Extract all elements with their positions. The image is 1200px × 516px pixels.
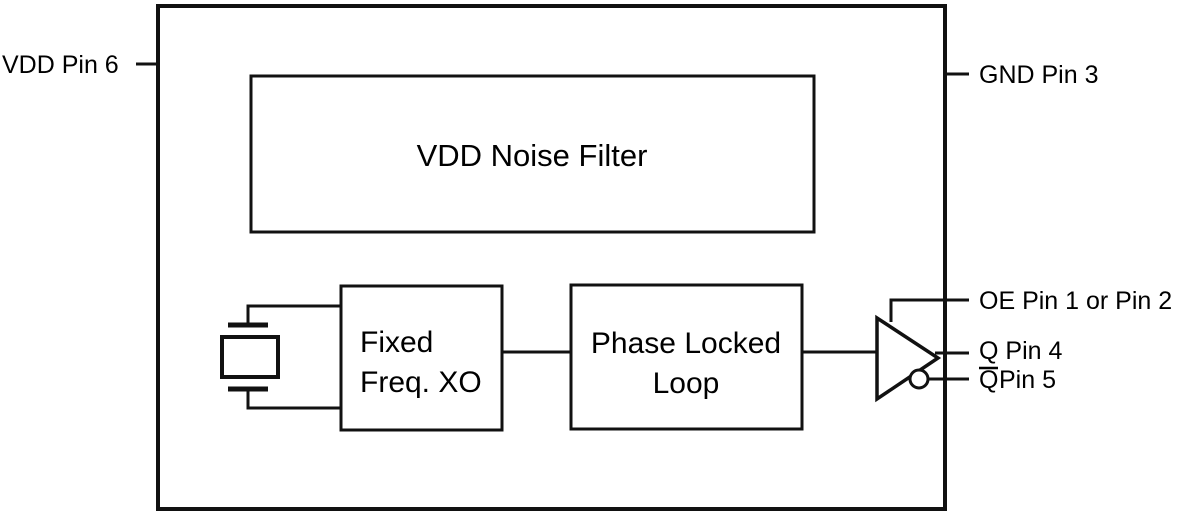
pin-label-qbar-rest: Pin 5	[999, 366, 1056, 394]
crystal-bottom-lead	[246, 389, 341, 410]
vdd-noise-filter-box	[249, 74, 816, 234]
fixed-freq-xo-label-line2: Freq. XO	[360, 366, 482, 399]
pin-label-vdd: VDD Pin 6	[2, 51, 119, 79]
pin-label-q: Q Pin 4	[979, 337, 1062, 365]
phase-locked-loop-label-line1: Phase Locked	[591, 327, 781, 360]
crystal-body	[220, 335, 280, 379]
inverting-bubble-icon	[908, 368, 930, 390]
vdd-noise-filter-label: VDD Noise Filter	[417, 138, 648, 173]
pin-label-gnd: GND Pin 3	[979, 61, 1098, 89]
fixed-freq-xo-label-line1: Fixed	[360, 326, 433, 359]
phase-locked-loop-box	[569, 283, 804, 431]
phase-locked-loop-label-line2: Loop	[653, 367, 720, 400]
output-buffer-triangle	[875, 314, 942, 403]
fixed-freq-xo-box	[339, 284, 504, 432]
crystal-top-lead	[246, 304, 341, 325]
pin-label-oe: OE Pin 1 or Pin 2	[979, 287, 1172, 315]
oe-control-wire	[889, 298, 969, 322]
pin-label-qbar-group: Q Pin 5	[979, 366, 1056, 394]
pin-label-qbar-q: Q	[979, 366, 998, 394]
